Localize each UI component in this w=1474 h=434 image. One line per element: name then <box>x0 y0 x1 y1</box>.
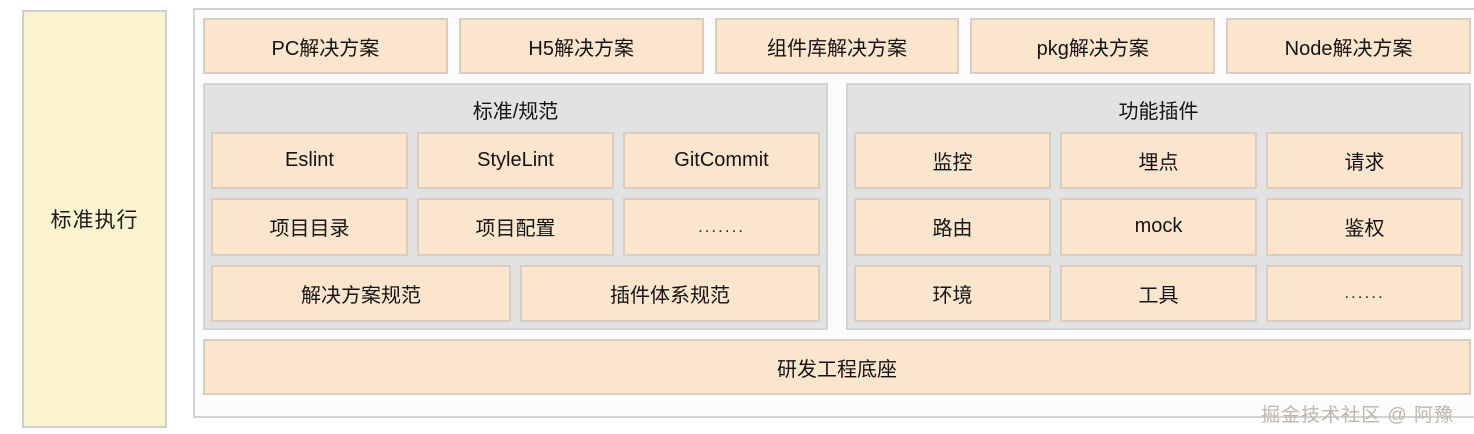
panel-title-function-plugins: 功能插件 <box>1118 101 1199 123</box>
standard-execution-column: 标准执行 <box>22 10 167 428</box>
tile-project-config[interactable]: 项目配置 <box>417 198 614 256</box>
tile-stylelint[interactable]: StyleLint <box>417 132 614 190</box>
tile-label: 鉴权 <box>1344 218 1385 241</box>
tile-request[interactable]: 请求 <box>1266 132 1463 190</box>
solution-tile-pkg[interactable]: pkg解决方案 <box>970 18 1216 74</box>
tile-label: 解决方案规范 <box>301 284 421 307</box>
tile-label: 工具 <box>1138 284 1179 307</box>
panels-row: 标准/规范 Eslint StyleLint GitCommit <box>203 83 1471 330</box>
tile-plugin-system-spec[interactable]: 插件体系规范 <box>520 264 820 322</box>
main-frame: PC解决方案 H5解决方案 组件库解决方案 pkg解决方案 Node解决方案 标… <box>193 8 1474 418</box>
panel-row: 路由 mock 鉴权 <box>854 198 1463 256</box>
tile-label: 项目目录 <box>269 218 350 241</box>
tile-label: 监控 <box>932 152 973 175</box>
panel-standards: 标准/规范 Eslint StyleLint GitCommit <box>203 83 828 330</box>
tile-project-directory[interactable]: 项目目录 <box>211 198 408 256</box>
tile-tools[interactable]: 工具 <box>1060 264 1257 322</box>
tile-label: Eslint <box>285 149 334 172</box>
solution-tile-label: Node解决方案 <box>1284 37 1413 60</box>
panel-function-plugins: 功能插件 监控 埋点 请求 <box>846 83 1471 330</box>
tile-label: mock <box>1134 215 1183 238</box>
solution-tile-label: PC解决方案 <box>271 37 380 60</box>
panel-row: 解决方案规范 插件体系规范 <box>211 264 820 322</box>
tile-gitcommit[interactable]: GitCommit <box>623 132 820 190</box>
engineering-base-bar[interactable]: 研发工程底座 <box>203 339 1471 395</box>
tile-label: 插件体系规范 <box>610 284 730 307</box>
tile-label: 路由 <box>932 218 973 241</box>
solution-tile-label: pkg解决方案 <box>1036 37 1149 60</box>
tile-auth[interactable]: 鉴权 <box>1266 198 1463 256</box>
tile-label: 埋点 <box>1138 152 1179 175</box>
solution-tile-label: H5解决方案 <box>528 37 634 60</box>
tile-solution-spec[interactable]: 解决方案规范 <box>211 264 511 322</box>
panel-grid-standards: Eslint StyleLint GitCommit 项目目录 <box>211 132 820 322</box>
panel-row: 环境 工具 ...... <box>854 264 1463 322</box>
tile-label: ...... <box>1344 283 1385 303</box>
solution-tile-h5[interactable]: H5解决方案 <box>458 18 704 74</box>
panel-row: 项目目录 项目配置 ....... <box>211 198 820 256</box>
tile-more-plugins[interactable]: ...... <box>1266 264 1463 322</box>
engineering-base-label: 研发工程底座 <box>777 358 897 381</box>
solution-tile-node[interactable]: Node解决方案 <box>1226 18 1471 74</box>
tile-label: 请求 <box>1344 152 1385 175</box>
panel-row: 监控 埋点 请求 <box>854 132 1463 190</box>
tile-environment[interactable]: 环境 <box>854 264 1051 322</box>
tile-more-standards[interactable]: ....... <box>623 198 820 256</box>
tile-router[interactable]: 路由 <box>854 198 1051 256</box>
solution-tile-component-library[interactable]: 组件库解决方案 <box>714 18 960 74</box>
panel-grid-function-plugins: 监控 埋点 请求 路由 mock <box>854 132 1463 322</box>
panel-row: Eslint StyleLint GitCommit <box>211 132 820 190</box>
tile-label: GitCommit <box>674 149 769 172</box>
standard-execution-label: 标准执行 <box>50 209 139 232</box>
tile-label: 环境 <box>932 284 973 307</box>
solution-tile-pc[interactable]: PC解决方案 <box>203 18 448 74</box>
tile-monitoring[interactable]: 监控 <box>854 132 1051 190</box>
tile-label: 项目配置 <box>475 218 556 241</box>
panel-title-standards: 标准/规范 <box>472 101 559 123</box>
solution-tile-label: 组件库解决方案 <box>766 37 907 60</box>
tile-label: StyleLint <box>477 149 554 172</box>
tile-tracking[interactable]: 埋点 <box>1060 132 1257 190</box>
tile-eslint[interactable]: Eslint <box>211 132 408 190</box>
tile-label: ....... <box>697 216 746 236</box>
solutions-row: PC解决方案 H5解决方案 组件库解决方案 pkg解决方案 Node解决方案 <box>203 18 1471 74</box>
tile-mock[interactable]: mock <box>1060 198 1257 256</box>
